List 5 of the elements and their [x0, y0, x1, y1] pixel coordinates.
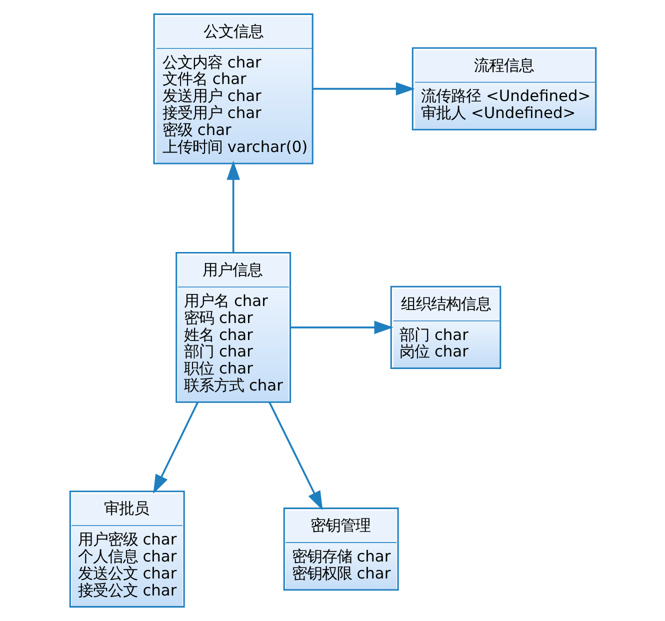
arrow	[290, 320, 393, 334]
arrow	[152, 402, 198, 494]
arrow	[312, 82, 414, 96]
arrow	[268, 402, 322, 510]
arrow	[226, 160, 240, 253]
